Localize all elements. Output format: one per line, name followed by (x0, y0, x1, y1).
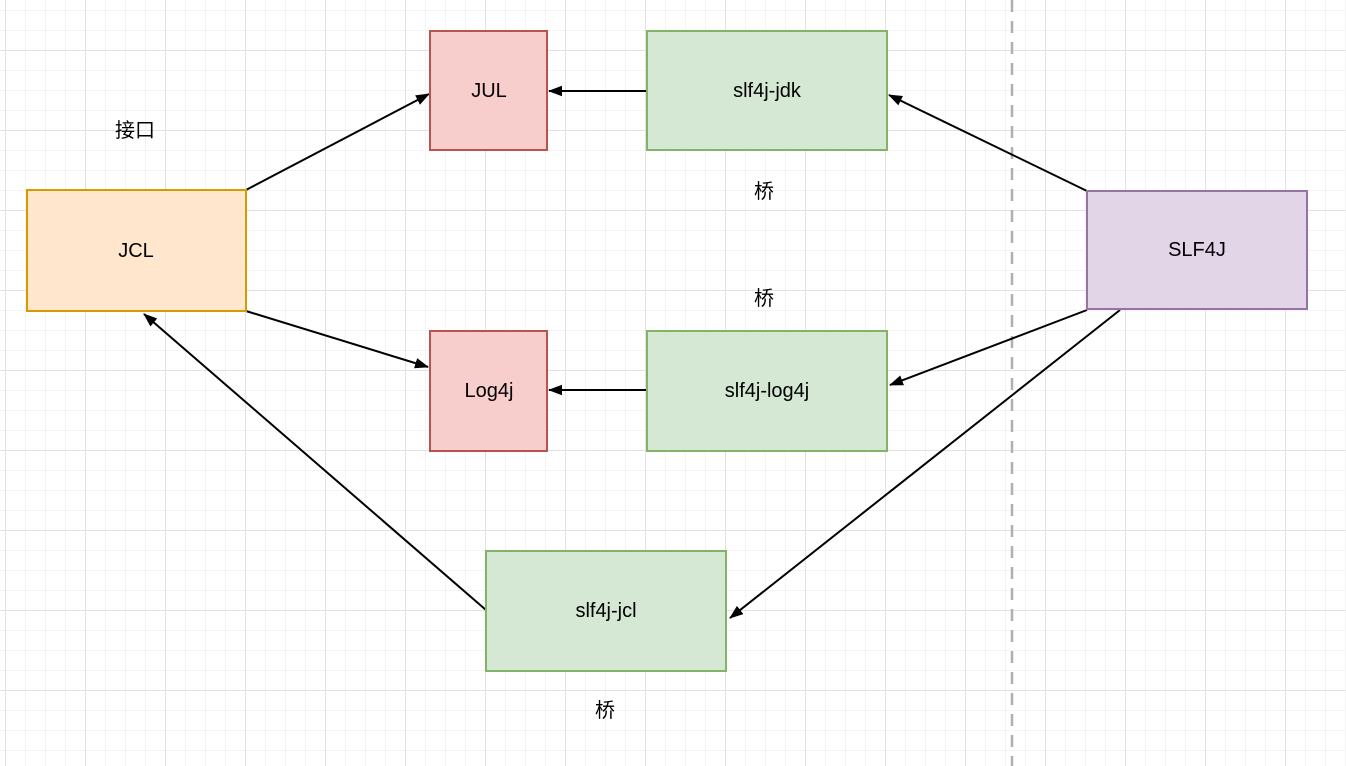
node-slf4j-label: SLF4J (1168, 239, 1226, 261)
edge-slf4j-to-slf4j-log4j[interactable] (889, 309, 1088, 386)
node-log4j-label: Log4j (465, 380, 514, 402)
node-jcl-label: JCL (118, 240, 154, 262)
node-slf4j-jdk[interactable] (646, 30, 888, 151)
node-slf4j-jcl[interactable] (485, 550, 727, 672)
edge-slf4j-to-slf4j-jdk[interactable] (888, 94, 1088, 192)
edge-slf4j-to-slf4j-jcl[interactable] (729, 309, 1121, 619)
label-bridge-middle[interactable]: 桥 (754, 287, 774, 310)
label-bridge-top[interactable]: 桥 (754, 180, 774, 203)
edge-jcl-to-jul[interactable] (245, 93, 430, 191)
node-slf4j-jdk-label: slf4j-jdk (733, 80, 802, 102)
node-jcl[interactable] (26, 189, 247, 312)
node-slf4j-jcl-label: slf4j-jcl (575, 600, 636, 622)
node-jul-label: JUL (471, 80, 507, 102)
edge-jcl-to-log4j[interactable] (245, 310, 429, 369)
node-jul[interactable] (429, 30, 548, 151)
edge-slf4j-jcl-to-jcl[interactable] (143, 313, 487, 611)
node-log4j[interactable] (429, 330, 548, 452)
node-slf4j-log4j[interactable] (646, 330, 888, 452)
label-bridge-bottom[interactable]: 桥 (595, 699, 615, 722)
label-interface[interactable]: 接口 (115, 119, 155, 142)
node-slf4j[interactable] (1086, 190, 1308, 310)
node-slf4j-log4j-label: slf4j-log4j (725, 380, 809, 402)
